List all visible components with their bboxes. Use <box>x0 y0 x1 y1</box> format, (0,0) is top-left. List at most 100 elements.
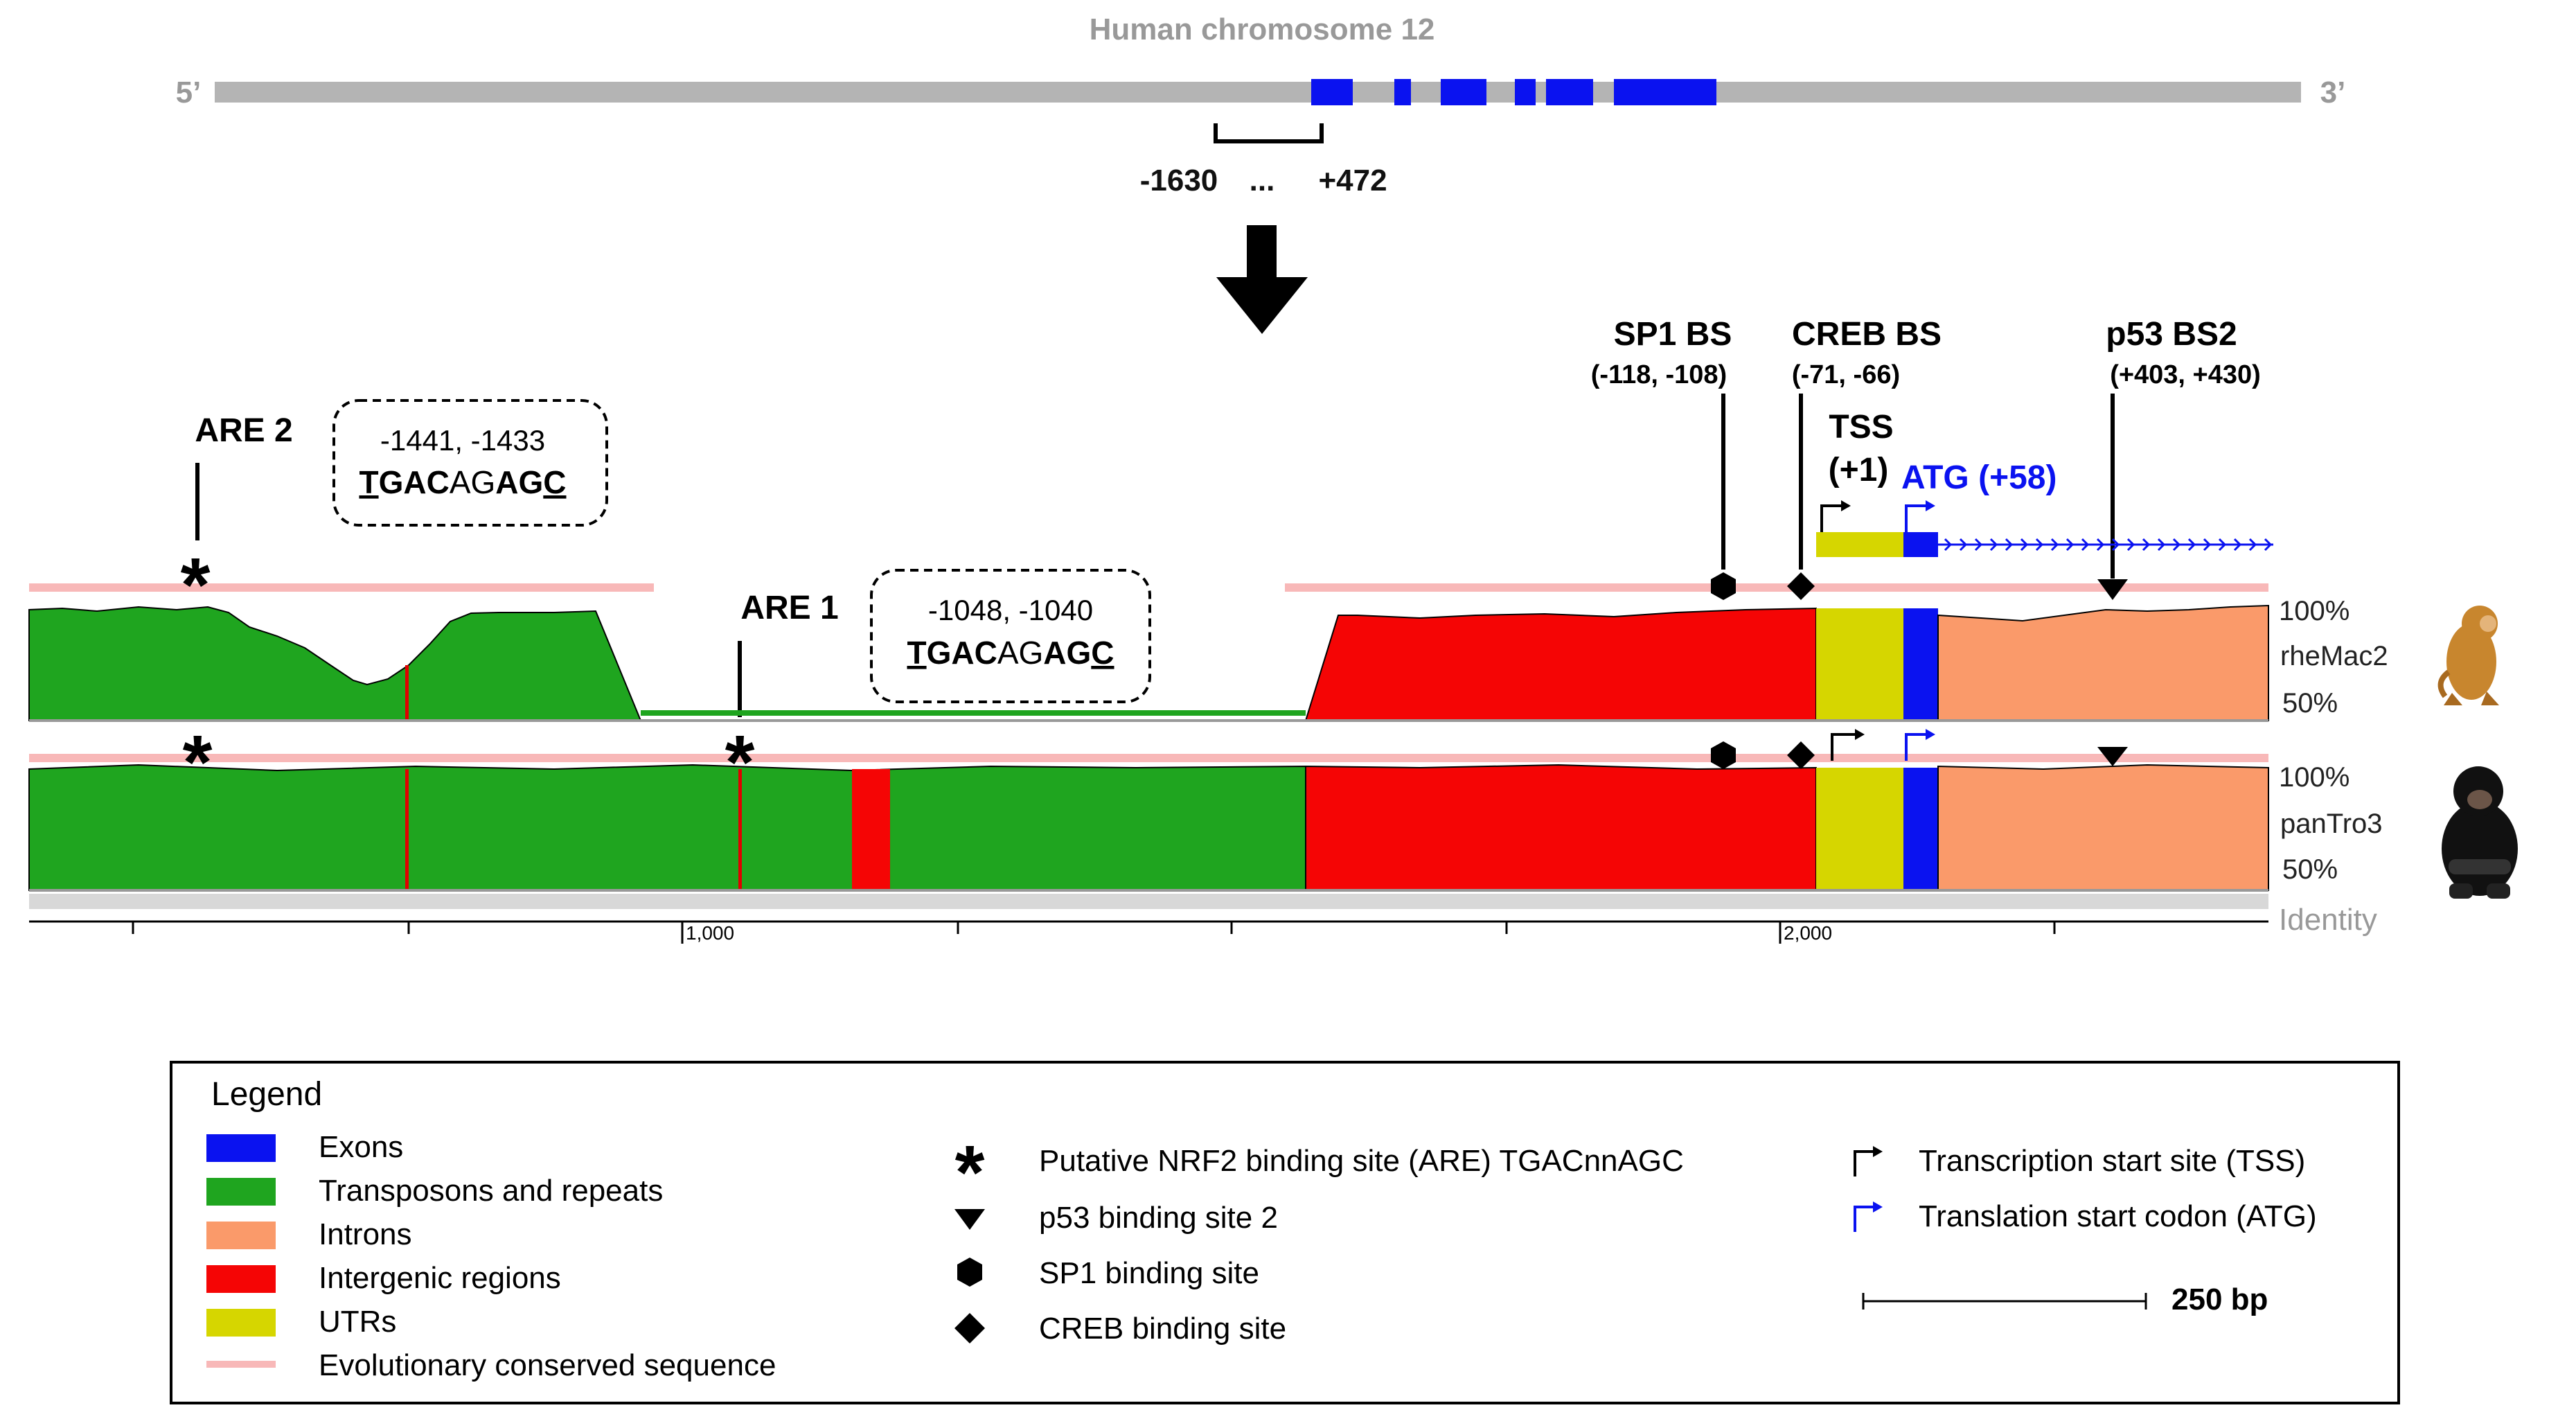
chromosome-exon <box>1394 79 1411 105</box>
legend-swatch-conserved <box>206 1361 276 1368</box>
range-dots: ... <box>1250 164 1275 197</box>
chromosome-exons <box>1311 79 1716 105</box>
axis-tick-label-1000: 1,000 <box>686 922 734 944</box>
are2-star-icon: * <box>183 720 213 805</box>
p53-triangle-icon <box>2097 747 2128 766</box>
exon-region <box>1903 608 1938 721</box>
are1-callout <box>870 569 1151 703</box>
intergenic-marker <box>405 769 409 890</box>
rhemac2-name: rheMac2 <box>2280 641 2388 671</box>
legend-utrs: UTRs <box>319 1305 396 1339</box>
legend-atg: Translation start codon (ATG) <box>1919 1199 2317 1233</box>
legend-swatch-introns <box>206 1222 276 1249</box>
pantro3-name: panTro3 <box>2280 809 2383 839</box>
sp1-hexagon-icon <box>1711 572 1736 600</box>
sp1-label: SP1 BS <box>1614 316 1732 353</box>
pantro3-bottom-label: 50% <box>2282 854 2338 885</box>
track-pantro3: * * 100% panTro3 50% <box>28 720 2383 892</box>
intron-region <box>1937 764 2269 891</box>
legend-hexagon-icon <box>957 1258 982 1287</box>
gene-strand-chevrons <box>1944 538 2273 552</box>
intergenic-region <box>1304 607 1817 721</box>
utr-region <box>1816 608 1903 721</box>
legend-tss-arrowhead-icon <box>1873 1146 1883 1157</box>
atg-label: ATG (+58) <box>1901 459 2057 496</box>
legend-star-icon: * <box>955 1130 985 1215</box>
tss-arrow-icon <box>1820 504 1842 532</box>
legend-atg-arrow-icon <box>1854 1206 1874 1232</box>
creb-label: CREB BS <box>1792 316 1942 353</box>
zoom-arrow <box>1216 225 1308 334</box>
p53-label: p53 BS2 <box>2106 316 2237 353</box>
legend-swatch-transposons <box>206 1178 276 1206</box>
intergenic-marker <box>405 665 409 721</box>
legend-title: Legend <box>211 1076 322 1113</box>
chromosome-exon <box>1614 79 1716 105</box>
rhemac2-top-label: 100% <box>2279 596 2350 626</box>
legend-transposons: Transposons and repeats <box>319 1174 663 1208</box>
are2-callout <box>332 399 608 527</box>
conserved-bar <box>29 754 2268 762</box>
creb-diamond-icon <box>1787 572 1815 600</box>
atg-arrowhead-icon <box>1926 729 1935 740</box>
legend-swatch-intergenic <box>206 1265 276 1293</box>
legend-tss-arrow-icon <box>1854 1150 1874 1176</box>
transposon-region <box>641 710 1306 716</box>
range-start: -1630 <box>1140 164 1218 197</box>
chromosome-exon <box>1546 79 1593 105</box>
legend-swatch-utrs <box>206 1309 276 1337</box>
are1-star-icon: * <box>725 720 755 805</box>
identity-bar <box>29 894 2268 909</box>
legend-triangle-icon <box>954 1209 985 1230</box>
track-rhemac2: * 100% rheMac2 50% <box>28 543 2388 722</box>
legend-diamond-icon <box>954 1313 985 1343</box>
sp1-coords: (-118, -108) <box>1591 360 1727 389</box>
chromosome-exon <box>1515 79 1536 105</box>
legend-introns: Introns <box>319 1217 412 1251</box>
legend-sp1: SP1 binding site <box>1039 1256 1259 1290</box>
sp1-hexagon-icon <box>1711 741 1736 769</box>
axis-tick-label-2000: 2,000 <box>1784 922 1832 944</box>
range-end: +472 <box>1318 164 1387 197</box>
chromosome-bar <box>215 82 2301 103</box>
legend-conserved: Evolutionary conserved sequence <box>319 1348 776 1382</box>
legend-box <box>170 1061 2400 1404</box>
are2-coords: -1441, -1433 <box>380 424 545 457</box>
chimpanzee-icon <box>2442 766 2518 899</box>
intergenic-region <box>852 769 890 890</box>
legend-creb: CREB binding site <box>1039 1312 1286 1346</box>
legend-intergenic: Intergenic regions <box>319 1261 561 1295</box>
pantro3-top-label: 100% <box>2279 762 2350 793</box>
conserved-bar <box>1285 583 2268 592</box>
legend-atg-arrowhead-icon <box>1873 1201 1883 1213</box>
are1-sequence: TGACAGAGC <box>907 635 1114 671</box>
chromosome-exon <box>1311 79 1353 105</box>
transposon-region <box>28 764 1306 891</box>
chromosome-title: Human chromosome 12 <box>1090 12 1435 46</box>
tss-arrowhead-icon <box>1841 500 1851 511</box>
tss-label: TSS <box>1829 409 1893 446</box>
intron-region <box>1937 604 2269 721</box>
tss-arrow-icon <box>1831 733 1856 761</box>
axis-ticks <box>132 922 2056 944</box>
chromosome-exon <box>1441 79 1486 105</box>
legend-nrf2: Putative NRF2 binding site (ARE) TGACnnA… <box>1039 1144 1684 1178</box>
atg-arrow-icon <box>1905 504 1927 532</box>
scale-bar <box>1862 1293 2147 1310</box>
are2-sequence: TGACAGAGC <box>359 464 566 500</box>
creb-diamond-icon <box>1787 741 1815 769</box>
macaque-icon <box>2437 606 2499 705</box>
intergenic-marker <box>738 769 742 890</box>
are1-coords: -1048, -1040 <box>928 594 1093 626</box>
exon-region <box>1903 768 1938 890</box>
identity-label: Identity <box>2279 903 2377 937</box>
three-prime-label: 3’ <box>2320 76 2346 109</box>
scale-bar-label: 250 bp <box>2171 1282 2268 1316</box>
p53-triangle-icon <box>2097 579 2128 600</box>
p53-coords: (+403, +430) <box>2110 360 2261 389</box>
atg-arrowhead-icon <box>1926 500 1935 511</box>
region-bracket <box>1214 123 1324 143</box>
legend-p53: p53 binding site 2 <box>1039 1201 1278 1235</box>
legend-swatch-exons <box>206 1134 276 1162</box>
